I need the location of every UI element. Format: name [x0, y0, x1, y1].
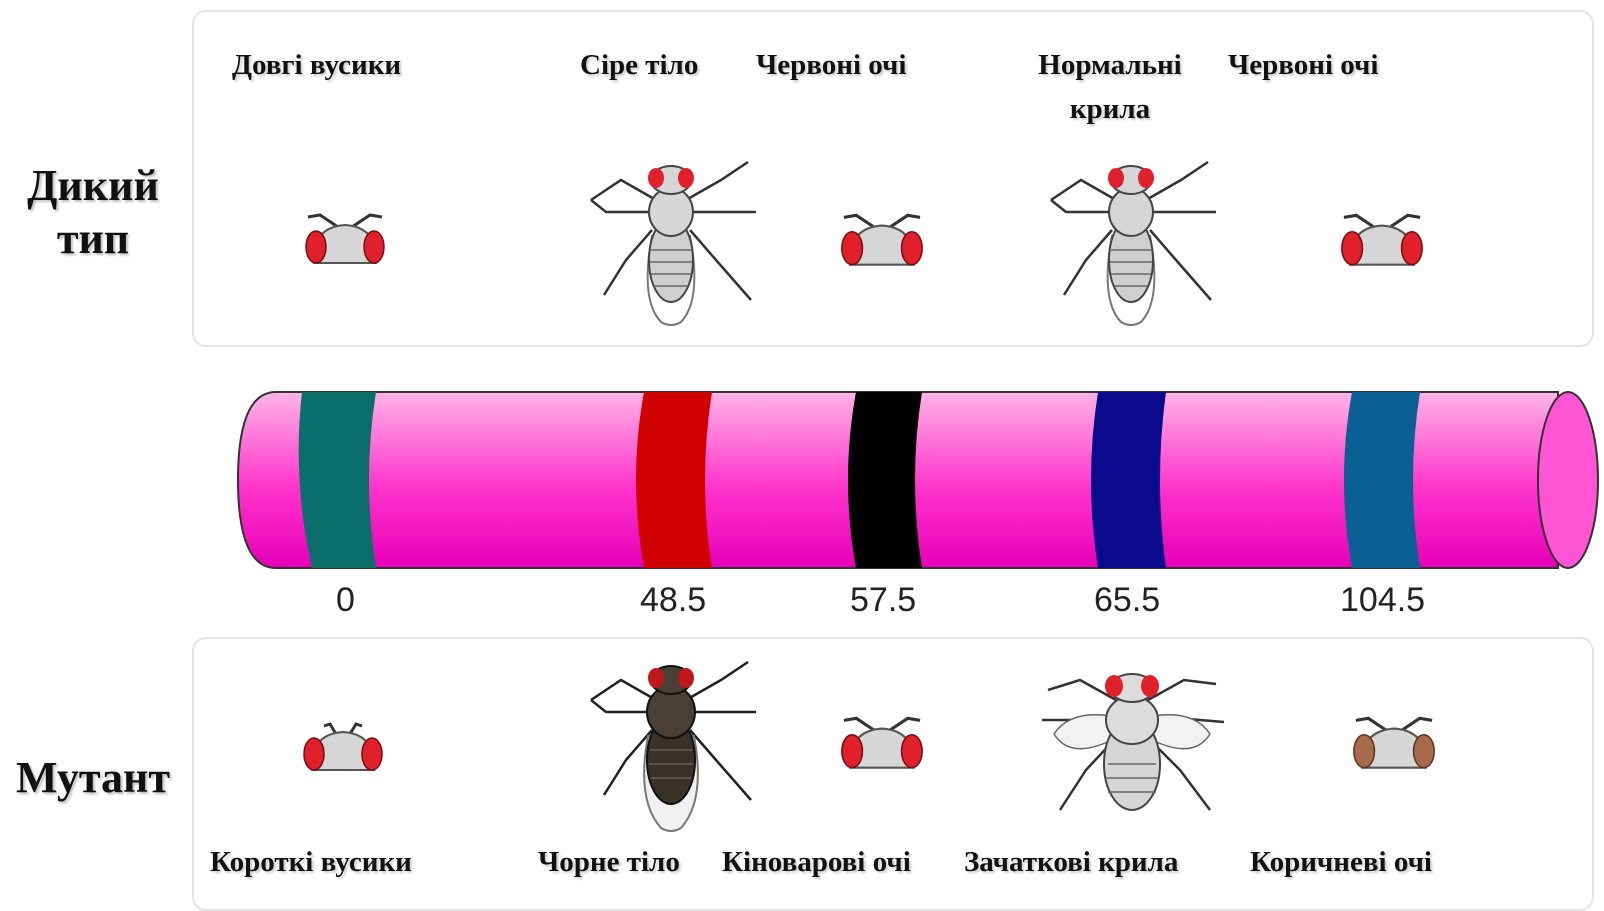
trait-cinnabar-eyes: Кіноварові очі: [722, 841, 911, 885]
black-fly-icon: [586, 650, 756, 834]
locus-position-48-5: 48.5: [640, 581, 706, 620]
fly-head-icon: [300, 205, 390, 273]
trait-black-body: Чорне тіло: [538, 841, 680, 885]
trait-normal-wings: Нормальні крила: [1020, 44, 1200, 131]
locus-position-104-5: 104.5: [1340, 581, 1425, 620]
band-wings: [1091, 392, 1166, 568]
band-antennae: [299, 392, 376, 568]
fly-icon: [586, 150, 756, 330]
mutant-label: Мутант: [4, 752, 182, 805]
fly-icon: [1046, 150, 1216, 330]
fly-head-brown-eyes-icon: [1346, 708, 1442, 778]
trait-brown-eyes: Коричневі очі: [1250, 841, 1432, 885]
trait-vestigial-wings: Зачаткові крила: [964, 841, 1178, 885]
vestigial-wing-fly-icon: [1040, 660, 1224, 820]
fly-head-short-antennae-icon: [298, 712, 388, 780]
band-eye-color: [848, 392, 922, 568]
wild-type-label: Дикий тип: [4, 160, 182, 266]
locus-position-0: 0: [336, 581, 355, 620]
trait-red-eyes-1: Червоні очі: [756, 44, 906, 88]
locus-position-57-5: 57.5: [850, 581, 916, 620]
fly-head-icon: [834, 205, 930, 275]
band-brown-eyes: [1344, 392, 1420, 568]
trait-short-antennae: Короткі вусики: [210, 841, 412, 885]
trait-red-eyes-2: Червоні очі: [1228, 44, 1378, 88]
fly-head-cinnabar-eyes-icon: [834, 708, 930, 778]
chromosome-end: [1538, 392, 1598, 568]
fly-head-icon: [1334, 205, 1430, 275]
trait-grey-body: Сіре тіло: [580, 44, 698, 88]
chromosome: [236, 390, 1600, 580]
band-body-color: [636, 392, 712, 568]
trait-long-antennae: Довгі вусики: [232, 44, 401, 88]
locus-position-65-5: 65.5: [1094, 581, 1160, 620]
